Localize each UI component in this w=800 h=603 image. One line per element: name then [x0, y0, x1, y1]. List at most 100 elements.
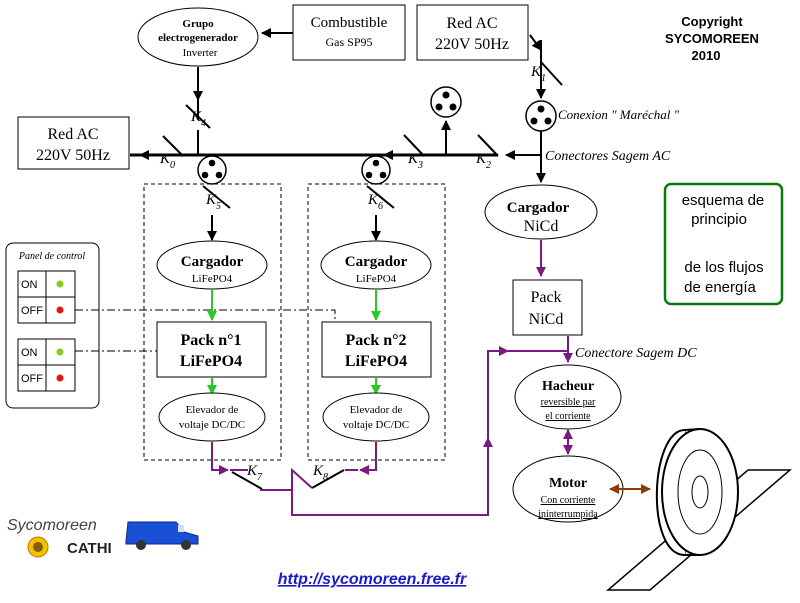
outlet-charger-2: [361, 155, 391, 185]
combustible-line2: Gas SP95: [325, 35, 372, 49]
copyright: Copyright SYCOMOREEN 2010: [665, 14, 759, 63]
red-ac-left-box: [17, 116, 130, 170]
sycomoreen-logo: Sycomoreen CATHI: [7, 517, 199, 558]
copyright-line2: SYCOMOREEN: [665, 31, 759, 46]
label-k6: K6: [367, 192, 383, 212]
label-conexion-marechal: Conexion " Maréchal ": [558, 107, 680, 122]
grupo-line1: Grupo: [182, 18, 214, 30]
panel-1-off-button[interactable]: [56, 306, 64, 314]
elevador-1-line1: Elevador de: [186, 404, 239, 416]
esquema-line2: principio: [691, 211, 747, 228]
elevador-1: Elevador de voltaje DC/DC: [158, 392, 266, 442]
logo-name: Sycomoreen: [7, 517, 97, 534]
panel-2-off-label: OFF: [21, 373, 43, 385]
panel-2-on-button[interactable]: [56, 348, 64, 356]
red-ac-left: Red AC 220V 50Hz: [17, 116, 130, 170]
outlet-top: [430, 86, 462, 118]
pack-2-line2: LiFePO4: [345, 353, 407, 370]
cargador-nicd: Cargador NiCd: [484, 184, 598, 240]
panel-1-on-button[interactable]: [56, 280, 64, 288]
grupo-line3: Inverter: [183, 47, 218, 59]
logo-cathi: CATHI: [67, 540, 112, 557]
pack-lifepo4-1: Pack n°1 LiFePO4: [156, 321, 267, 378]
switch-labels: K0 K1 K2 K3 K4 K5 K6 K7 K8: [159, 64, 546, 483]
red-ac-left-line2: 220V 50Hz: [36, 147, 110, 164]
motor-line3: ininterrumpida: [538, 509, 598, 520]
esquema-line4: de energía: [684, 279, 756, 296]
pack1-enclosure: [143, 183, 282, 461]
hacheur-line1: Hacheur: [542, 379, 594, 394]
outlet-charger-1: [197, 155, 227, 185]
pack-1-line1: Pack n°1: [180, 332, 241, 349]
red-ac-top-line1: Red AC: [446, 15, 497, 32]
red-ac-left-line1: Red AC: [47, 126, 98, 143]
dc-bus-out: [291, 445, 489, 516]
esquema-legend: esquema de principio de los flujos de en…: [663, 182, 784, 306]
hacheur-line3: el corriente: [545, 411, 591, 422]
elevador-2-line2: voltaje DC/DC: [343, 419, 409, 431]
combustible-line1: Combustible: [311, 15, 388, 31]
switch-k2: [477, 134, 499, 157]
label-k0: K0: [159, 151, 175, 171]
outlet-marechal: [525, 100, 557, 132]
grupo-electrogenerador: Grupo electrogenerador Inverter: [137, 7, 259, 67]
red-ac-top-line2: 220V 50Hz: [435, 36, 509, 53]
switch-k5: [202, 185, 231, 209]
label-k7: K7: [246, 463, 263, 483]
panel-2-on-label: ON: [21, 347, 38, 359]
switch-k3: [403, 134, 425, 157]
cargador-lifepo4-1: Cargador LiFePO4: [156, 240, 268, 290]
cargador-lifepo4-2: Cargador LiFePO4: [320, 240, 432, 290]
dc-join: [260, 467, 313, 491]
switch-k6: [366, 185, 395, 209]
motor: Motor Con corriente ininterrumpida: [512, 455, 624, 523]
hacheur-line2: reversible par: [541, 397, 596, 408]
switch-k0: [162, 135, 184, 157]
copyright-line3: 2010: [692, 48, 721, 63]
cargador-2-line1: Cargador: [345, 254, 408, 270]
red-ac-top: Red AC 220V 50Hz: [416, 4, 529, 61]
label-conectore-sagem-dc: Conectore Sagem DC: [575, 346, 697, 361]
copyright-line1: Copyright: [681, 14, 743, 29]
grupo-ellipse: [137, 7, 259, 67]
panel-1-on-label: ON: [21, 279, 38, 291]
elevador-2-line1: Elevador de: [350, 404, 403, 416]
wheel-icon: [605, 428, 793, 591]
label-k2: K2: [475, 151, 491, 171]
label-k8: K8: [312, 463, 328, 483]
elevador-1-line2: voltaje DC/DC: [179, 419, 245, 431]
cargador-1-line2: LiFePO4: [192, 273, 233, 285]
label-conectores-sagem-ac: Conectores Sagem AC: [545, 149, 671, 164]
cargador-1-line1: Cargador: [181, 254, 244, 270]
cargador-nicd-line1: Cargador: [507, 200, 570, 216]
pack-lifepo4-2: Pack n°2 LiFePO4: [321, 321, 432, 378]
combustible: Combustible Gas SP95: [292, 4, 406, 61]
grupo-line2: electrogenerador: [158, 32, 238, 44]
red-ac-top-box: [416, 4, 529, 61]
switch-k8: [311, 469, 345, 489]
pack-1-line2: LiFePO4: [180, 353, 242, 370]
pack-nicd: Pack NiCd: [512, 279, 583, 336]
motor-line1: Motor: [549, 476, 587, 491]
red-ac-top-entry: [529, 34, 542, 51]
esquema-line1: esquema de: [682, 192, 765, 209]
label-k3: K3: [407, 151, 423, 171]
control-panel: Panel de control ON OFF ON OFF: [5, 242, 100, 409]
switch-k1: [540, 61, 563, 86]
hacheur: Hacheur reversible par el corriente: [514, 364, 622, 430]
pack2-enclosure: [307, 183, 446, 461]
motor-line2: Con corriente: [541, 495, 596, 506]
switch-k7: [231, 471, 263, 490]
pack-nicd-line2: NiCd: [529, 311, 564, 328]
combustible-box: [292, 4, 406, 61]
dc-out-1: [211, 442, 229, 475]
cargador-2-line2: LiFePO4: [356, 273, 397, 285]
panel-2-off-button[interactable]: [56, 374, 64, 382]
dc-bus-up: [487, 350, 500, 438]
panel-title: Panel de control: [18, 251, 86, 262]
van-icon: [125, 521, 199, 550]
cargador-nicd-line2: NiCd: [524, 218, 559, 235]
site-link[interactable]: http://sycomoreen.free.fr: [278, 571, 467, 588]
